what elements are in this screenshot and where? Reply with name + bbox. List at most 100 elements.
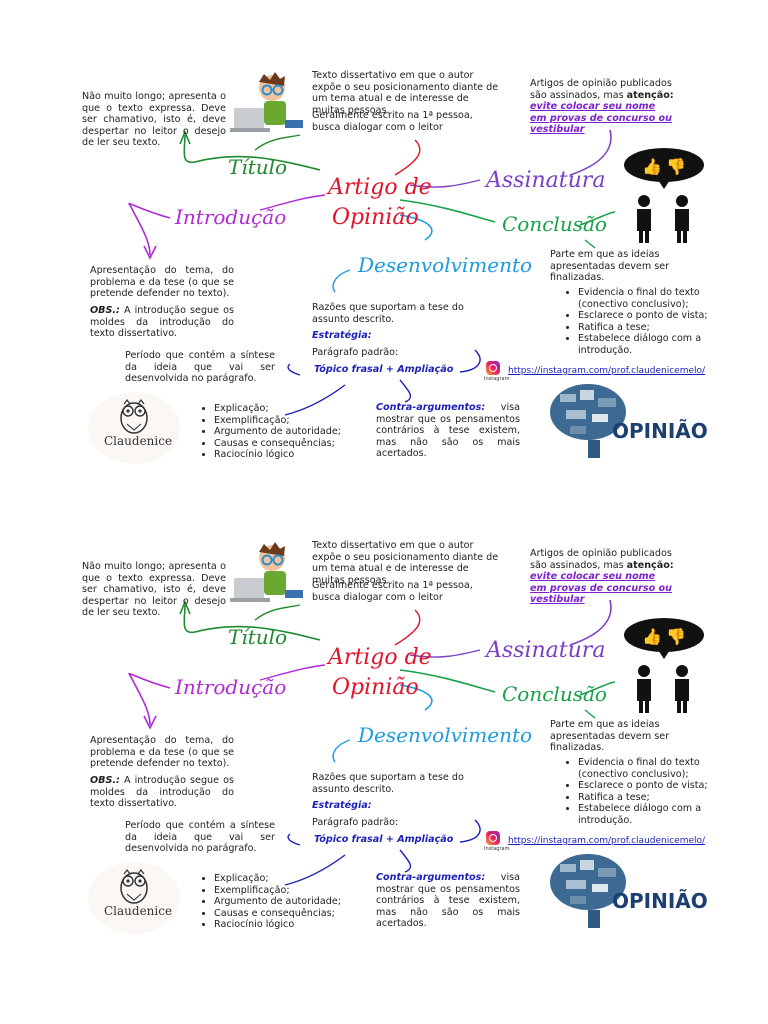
- list-item: Esclarece o ponto de vista;: [578, 780, 718, 792]
- desenvolvimento-description: Razões que suportam a tese do assunto de…: [312, 772, 464, 795]
- list-item: Estabelece diálogo com a introdução.: [578, 803, 718, 826]
- conclusao-list: Evidencia o final do texto (conectivo co…: [564, 757, 718, 827]
- paragrafo-padrao: Parágrafo padrão:: [312, 347, 399, 358]
- list-item: Raciocínio lógico: [214, 919, 364, 931]
- list-item: Explicação;: [214, 403, 364, 415]
- definition-text: Texto dissertativo em que o autor expõe …: [312, 540, 499, 586]
- titulo-description: Não muito longo; apresenta o que o texto…: [82, 561, 226, 619]
- contra-text: visa mostrar que os pensamentos contrári…: [376, 402, 520, 460]
- branch-desenvolvimento: Desenvolvimento: [358, 253, 533, 277]
- opiniao-head-image: [550, 854, 626, 928]
- owl-logo-text: Claudenice: [104, 434, 173, 448]
- introducao-obs: OBS.: A introdução segue os moldes da in…: [90, 305, 234, 340]
- branch-introducao: Introdução: [175, 205, 287, 229]
- list-item: Causas e consequências;: [214, 908, 364, 920]
- assinatura-warning: evite colocar seu nome em provas de conc…: [530, 571, 672, 606]
- mind-map-panel: Não muito longo; apresenta o que o texto…: [0, 470, 768, 940]
- assinatura-text: Artigos de opinião publicados são assina…: [530, 548, 672, 571]
- topico-ampliacao: Tópico frasal + Ampliação: [314, 834, 454, 845]
- contra-text: visa mostrar que os pensamentos contrári…: [376, 872, 520, 930]
- instagram-link[interactable]: https://instagram.com/prof.claudenicemel…: [508, 366, 706, 376]
- obs-text: A introdução segue os moldes da introduç…: [90, 775, 234, 810]
- first-person-note: Geralmente escrito na 1ª pessoa, busca d…: [312, 110, 473, 133]
- central-title-line2: Opinião: [332, 675, 419, 700]
- desenvolvimento-description: Razões que suportam a tese do assunto de…: [312, 302, 464, 325]
- opiniao-image-text: OPINIÃO: [612, 419, 708, 443]
- branch-titulo: Título: [228, 155, 288, 179]
- branch-assinatura: Assinatura: [486, 168, 606, 193]
- person-laptop-illustration: [230, 542, 303, 602]
- branch-conclusao: Conclusão: [502, 682, 607, 706]
- topico-ampliacao: Tópico frasal + Ampliação: [314, 364, 454, 375]
- list-item: Estabelece diálogo com a introdução.: [578, 333, 718, 356]
- assinatura-text: Artigos de opinião publicados são assina…: [530, 78, 672, 101]
- mind-map-panel: Não muito longo; apresenta o que o texto…: [0, 0, 768, 470]
- introducao-description: Apresentação do tema, do problema e da t…: [90, 735, 234, 770]
- introducao-obs: OBS.: A introdução segue os moldes da in…: [90, 775, 234, 810]
- list-item: Ratifica a tese;: [578, 322, 718, 334]
- obs-label: OBS.:: [90, 775, 120, 786]
- owl-logo: Claudenice: [88, 862, 180, 934]
- list-item: Raciocínio lógico: [214, 449, 364, 461]
- instagram-label: Instagram: [484, 376, 510, 382]
- branch-conclusao: Conclusão: [502, 212, 607, 236]
- list-item: Exemplificação;: [214, 885, 364, 897]
- svg-text:👎: 👎: [666, 157, 686, 176]
- people-thumbs-icon: 👍 👎: [624, 148, 704, 243]
- contra-label: Contra-argumentos:: [376, 402, 486, 413]
- list-item: Evidencia o final do texto (conectivo co…: [578, 287, 718, 310]
- connector-arrows: [128, 129, 616, 416]
- contra-label: Contra-argumentos:: [376, 872, 486, 883]
- instagram-icon[interactable]: [486, 831, 500, 845]
- central-title-line1: Artigo de: [328, 645, 432, 670]
- central-title-line2: Opinião: [332, 205, 419, 230]
- svg-text:👍: 👍: [642, 157, 662, 176]
- assinatura-description: Artigos de opinião publicados são assina…: [530, 78, 674, 136]
- topico-description: Período que contém a síntese da ideia qu…: [125, 820, 275, 855]
- conclusao-description: Parte em que as ideias apresentadas deve…: [550, 719, 670, 754]
- owl-logo-text: Claudenice: [104, 904, 173, 918]
- assinatura-warning: evite colocar seu nome em provas de conc…: [530, 101, 672, 136]
- estrategia-label: Estratégia:: [312, 330, 372, 341]
- first-person-note: Geralmente escrito na 1ª pessoa, busca d…: [312, 580, 473, 603]
- assinatura-description: Artigos de opinião publicados são assina…: [530, 548, 674, 606]
- introducao-description: Apresentação do tema, do problema e da t…: [90, 265, 234, 300]
- topico-description: Período que contém a síntese da ideia qu…: [125, 350, 275, 385]
- person-laptop-illustration: [230, 72, 303, 132]
- attention-label: atenção:: [626, 559, 674, 571]
- owl-icon: [120, 869, 148, 904]
- list-item: Argumento de autoridade;: [214, 896, 364, 908]
- instagram-link[interactable]: https://instagram.com/prof.claudenicemel…: [508, 836, 706, 846]
- connector-arrows: [128, 599, 616, 886]
- central-title-line1: Artigo de: [328, 175, 432, 200]
- branch-titulo: Título: [228, 625, 288, 649]
- opiniao-head-image: [550, 384, 626, 458]
- list-item: Argumento de autoridade;: [214, 426, 364, 438]
- obs-label: OBS.:: [90, 305, 120, 316]
- list-item: Exemplificação;: [214, 415, 364, 427]
- contra-argumentos: Contra-argumentos: visa mostrar que os p…: [376, 872, 520, 930]
- conclusao-list: Evidencia o final do texto (conectivo co…: [564, 287, 718, 357]
- instagram-label: Instagram: [484, 846, 510, 852]
- owl-icon: [120, 399, 148, 434]
- ampliacao-list: Explicação; Exemplificação; Argumento de…: [200, 873, 364, 931]
- obs-text: A introdução segue os moldes da introduç…: [90, 305, 234, 340]
- list-item: Ratifica a tese;: [578, 792, 718, 804]
- list-item: Evidencia o final do texto (conectivo co…: [578, 757, 718, 780]
- estrategia-label: Estratégia:: [312, 800, 372, 811]
- definition-text: Texto dissertativo em que o autor expõe …: [312, 70, 499, 116]
- opiniao-image-text: OPINIÃO: [612, 889, 708, 913]
- branch-assinatura: Assinatura: [486, 638, 606, 663]
- owl-logo: Claudenice: [88, 392, 180, 464]
- list-item: Explicação;: [214, 873, 364, 885]
- titulo-description: Não muito longo; apresenta o que o texto…: [82, 91, 226, 149]
- attention-label: atenção:: [626, 89, 674, 101]
- instagram-icon[interactable]: [486, 361, 500, 375]
- ampliacao-list: Explicação; Exemplificação; Argumento de…: [200, 403, 364, 461]
- conclusao-description: Parte em que as ideias apresentadas deve…: [550, 249, 670, 284]
- branch-introducao: Introdução: [175, 675, 287, 699]
- list-item: Esclarece o ponto de vista;: [578, 310, 718, 322]
- paragrafo-padrao: Parágrafo padrão:: [312, 817, 399, 828]
- svg-text:👍: 👍: [642, 627, 662, 646]
- svg-text:👎: 👎: [666, 627, 686, 646]
